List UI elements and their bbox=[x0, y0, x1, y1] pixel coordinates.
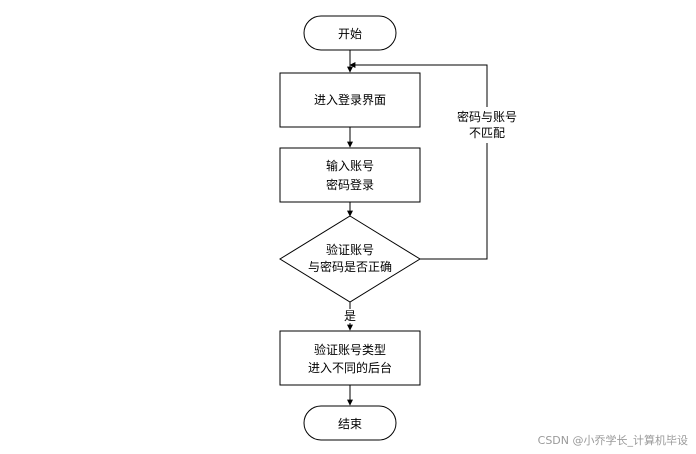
check-credentials-line1: 验证账号 bbox=[326, 242, 374, 257]
start-node: 开始 bbox=[303, 15, 397, 51]
edge-mismatch-loop bbox=[349, 62, 488, 260]
verify-type-line1: 验证账号类型 bbox=[314, 342, 386, 357]
verify-type-node: 验证账号类型 进入不同的后台 bbox=[279, 330, 421, 386]
start-label: 开始 bbox=[338, 27, 362, 41]
end-label: 结束 bbox=[338, 417, 362, 431]
edge-mismatch-line1: 密码与账号 bbox=[457, 109, 517, 124]
input-credentials-line1: 输入账号 bbox=[326, 158, 374, 173]
watermark-text: CSDN @小乔学长_计算机毕设 bbox=[538, 433, 688, 447]
end-node: 结束 bbox=[303, 405, 397, 441]
edge-mismatch-line2: 不匹配 bbox=[469, 126, 505, 140]
check-credentials-node: 验证账号 与密码是否正确 bbox=[279, 215, 421, 303]
edge-yes-text: 是 bbox=[344, 309, 356, 323]
verify-type-line2: 进入不同的后台 bbox=[308, 360, 392, 375]
enter-login-node: 进入登录界面 bbox=[279, 72, 421, 128]
input-credentials-line2: 密码登录 bbox=[326, 177, 374, 192]
enter-login-label: 进入登录界面 bbox=[314, 92, 386, 107]
edge-yes-label: 是 bbox=[342, 309, 358, 323]
edge-mismatch-label: 密码与账号 不匹配 bbox=[450, 107, 524, 143]
input-credentials-node: 输入账号 密码登录 bbox=[279, 147, 421, 203]
check-credentials-line2: 与密码是否正确 bbox=[308, 259, 392, 274]
